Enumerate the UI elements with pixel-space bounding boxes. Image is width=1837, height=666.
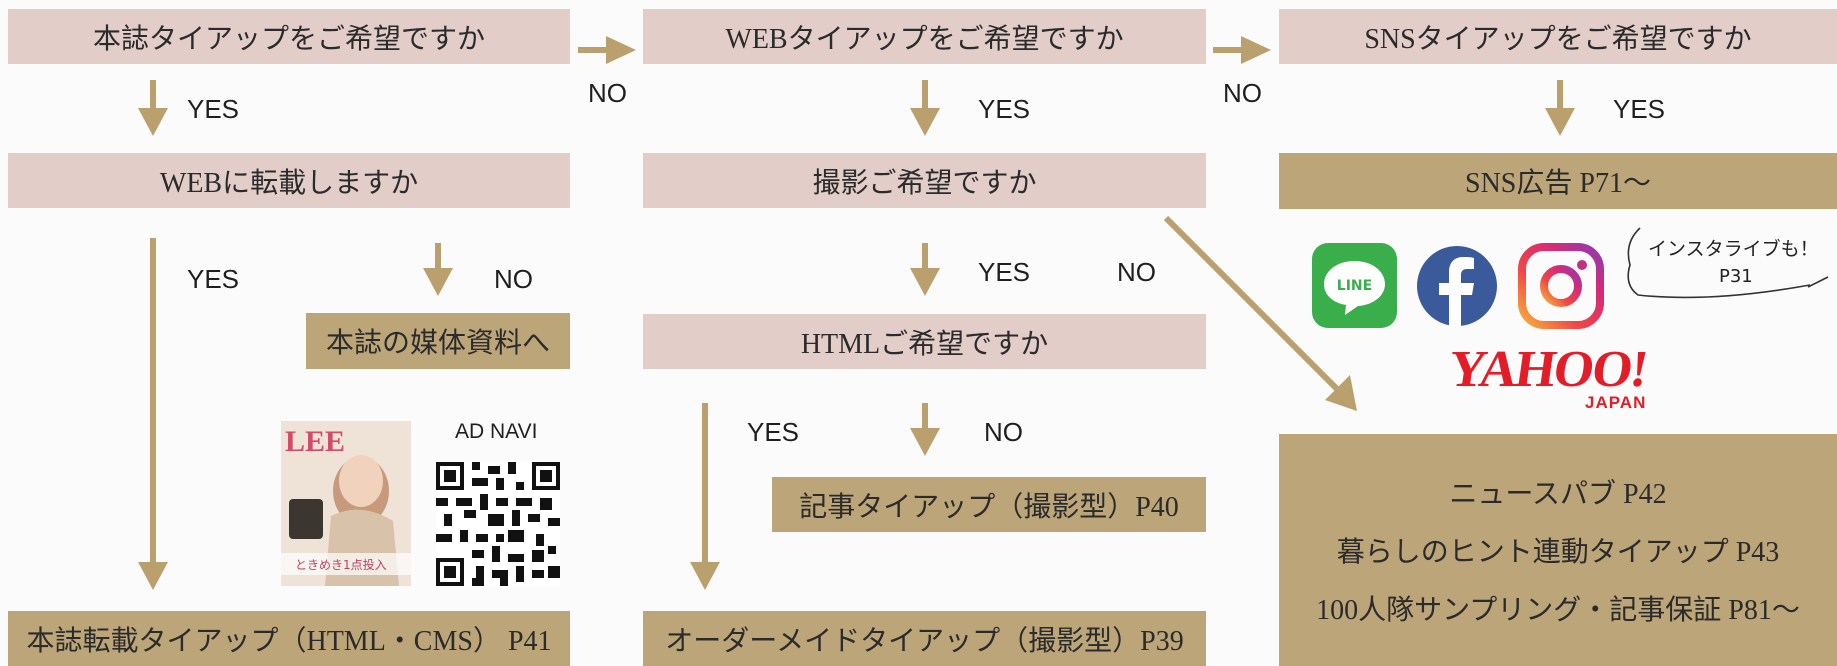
instagram-icon [1518, 243, 1604, 329]
question-photoshoot: 撮影ご希望ですか [643, 153, 1206, 208]
question-honshi-tieup: 本誌タイアップをご希望ですか [8, 9, 570, 64]
yes-label: YES [978, 257, 1031, 287]
honshi-media-kit-box: 本誌の媒体資料へ [306, 313, 570, 369]
yes-label: YES [747, 417, 800, 447]
yes-label: YES [1613, 94, 1666, 124]
yahoo-japan-text: JAPAN [1585, 393, 1647, 412]
ad-navi-label: AD NAVI [455, 420, 538, 443]
bubble-text-line2: P31 [1719, 266, 1753, 287]
question-html: HTMLご希望ですか [643, 314, 1206, 369]
no-label: NO [1223, 78, 1262, 108]
question-web-reprint: WEBに転載しますか [8, 153, 570, 208]
bubble-text-line1: インスタライブも！ [1648, 238, 1819, 260]
yahoo-japan-logo: YAHOO! JAPAN [1443, 341, 1683, 413]
no-label: NO [1117, 257, 1156, 287]
menu-item-newspub: ニュースパブ P42 [1449, 479, 1667, 510]
result-sns-ad: SNS広告 P71～ [1279, 153, 1837, 209]
no-label: NO [984, 417, 1023, 447]
facebook-icon [1416, 245, 1498, 327]
menu-item-kurashi-hint: 暮らしのヒント連動タイアップ P43 [1336, 537, 1780, 568]
no-label: NO [494, 264, 533, 294]
qr-code-icon[interactable] [436, 462, 560, 586]
result-article-tieup: 記事タイアップ（撮影型）P40 [772, 477, 1206, 532]
result-misc-menu-box: ニュースパブ P42 暮らしのヒント連動タイアップ P43 100人隊サンプリン… [1279, 434, 1837, 666]
yes-label: YES [187, 94, 240, 124]
no-label: NO [588, 78, 627, 108]
question-sns-tieup: SNSタイアップをご希望ですか [1279, 9, 1837, 64]
yahoo-wordmark: YAHOO! [1445, 341, 1651, 398]
menu-item-100nin-sampling: 100人隊サンプリング・記事保証 P81～ [1316, 595, 1800, 626]
yes-label: YES [187, 264, 240, 294]
line-icon: LINE [1312, 243, 1397, 328]
svg-text:LEE: LEE [285, 425, 345, 458]
result-honshi-reprint-tieup: 本誌転載タイアップ（HTML・CMS） P41 [8, 611, 570, 666]
speech-bubble [1627, 227, 1829, 299]
result-ordermade-tieup: オーダーメイドタイアップ（撮影型）P39 [643, 611, 1206, 666]
svg-text:ときめき1点投入: ときめき1点投入 [295, 557, 387, 572]
svg-text:LINE: LINE [1337, 278, 1372, 294]
question-web-tieup: WEBタイアップをご希望ですか [643, 9, 1206, 64]
yes-label: YES [978, 94, 1031, 124]
magazine-cover-image: LEE ときめき1点投入 [281, 421, 411, 586]
